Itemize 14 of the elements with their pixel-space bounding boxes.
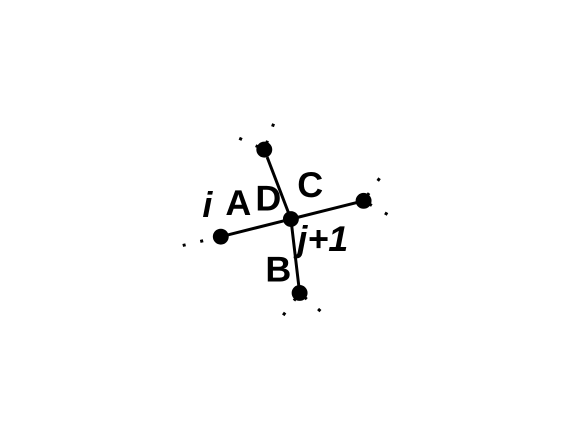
node-circle bbox=[256, 142, 272, 158]
edge-label: D bbox=[255, 178, 282, 219]
connector bbox=[290, 226, 300, 286]
node-label: i bbox=[202, 185, 212, 226]
edge-label: A bbox=[225, 182, 252, 223]
node-circle bbox=[356, 192, 372, 209]
connector bbox=[266, 156, 290, 214]
edge-label: C bbox=[297, 164, 324, 205]
edge-label: B bbox=[265, 250, 292, 290]
connector bbox=[297, 201, 358, 219]
node-circle bbox=[212, 228, 229, 245]
connector bbox=[226, 219, 284, 236]
node-circle bbox=[292, 285, 308, 301]
node-circle bbox=[282, 211, 299, 227]
